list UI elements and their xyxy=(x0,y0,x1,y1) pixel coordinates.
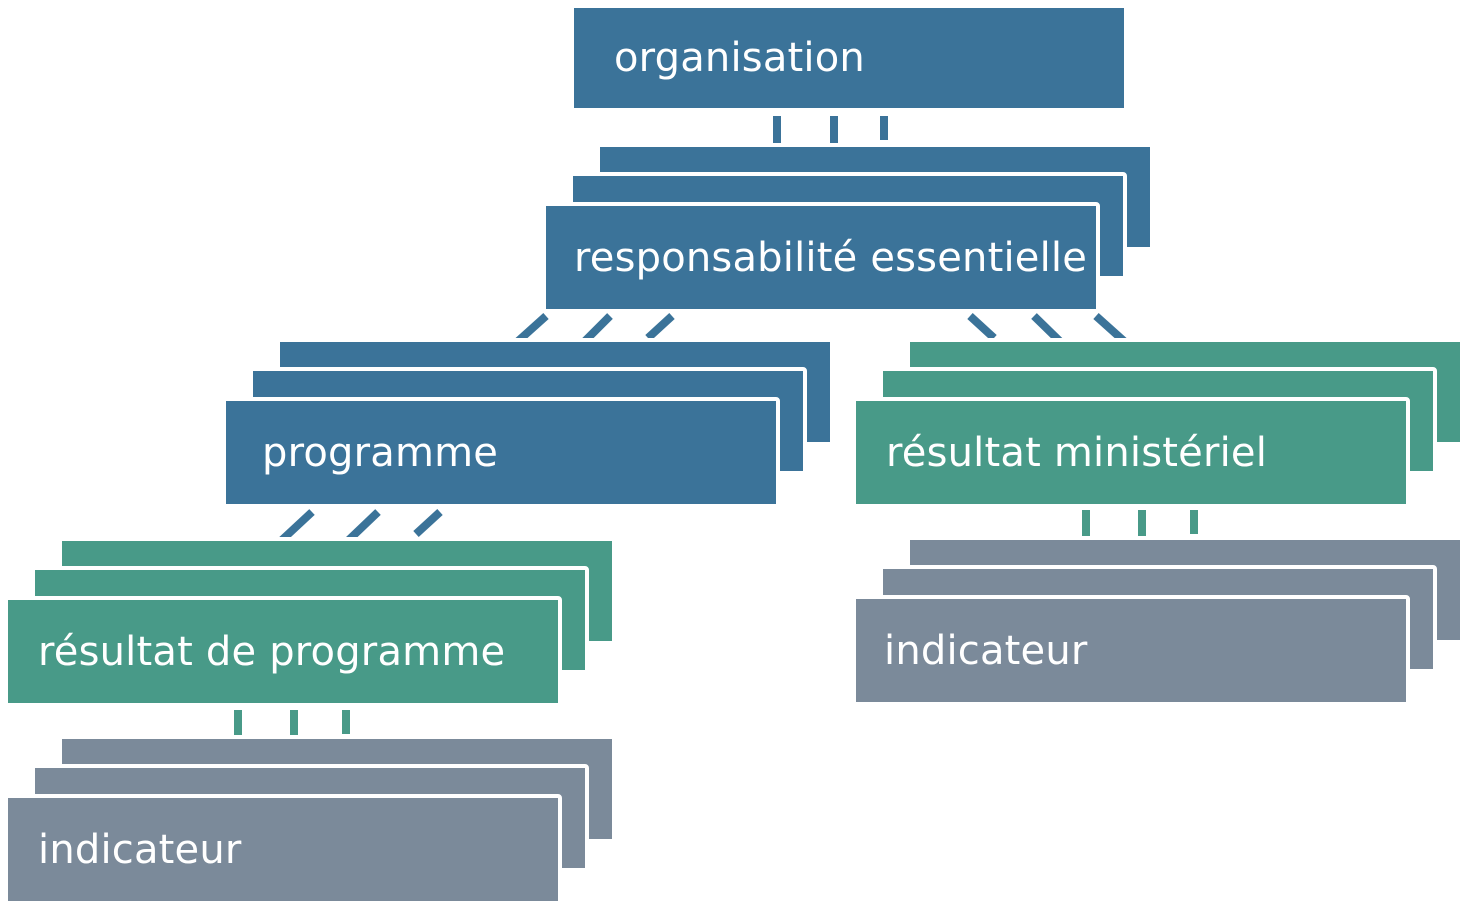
node-indicateur-programme: indicateur xyxy=(4,735,616,905)
responsabilite-box: responsabilité essentielle xyxy=(542,202,1100,313)
node-responsabilite-essentielle: responsabilité essentielle xyxy=(542,143,1154,313)
node-resultat-ministeriel: résultat ministériel xyxy=(852,338,1464,508)
organisation-box: organisation xyxy=(570,4,1128,112)
node-indicateur-ministeriel: indicateur xyxy=(852,536,1464,706)
programme-label: programme xyxy=(262,429,499,476)
resultat-programme-box: résultat de programme xyxy=(4,596,562,707)
resultat-programme-label: résultat de programme xyxy=(38,628,506,675)
programme-box: programme xyxy=(222,397,780,508)
organisation-label: organisation xyxy=(614,35,865,81)
indicateur-ministeriel-box: indicateur xyxy=(852,595,1410,706)
node-programme: programme xyxy=(222,338,834,508)
resultat-ministeriel-box: résultat ministériel xyxy=(852,397,1410,508)
indicateur-programme-box: indicateur xyxy=(4,794,562,905)
responsabilite-label: responsabilité essentielle xyxy=(574,234,1088,281)
resultat-ministeriel-label: résultat ministériel xyxy=(886,429,1268,476)
indicateur-programme-label: indicateur xyxy=(38,826,242,873)
indicateur-ministeriel-label: indicateur xyxy=(884,627,1088,674)
node-resultat-de-programme: résultat de programme xyxy=(4,537,616,707)
node-organisation: organisation xyxy=(570,4,1128,112)
